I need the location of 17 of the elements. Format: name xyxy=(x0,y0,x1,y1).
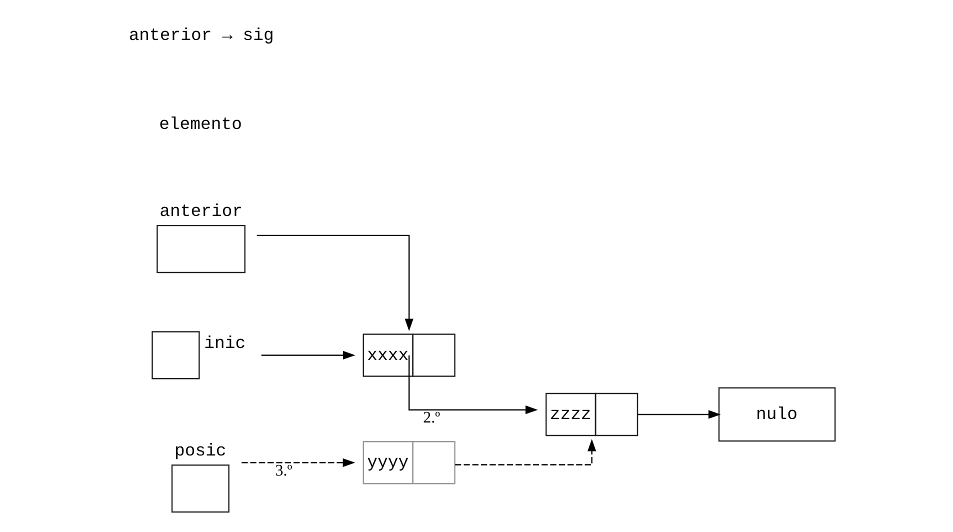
node-label: posic xyxy=(174,442,226,462)
edge-label: 2.º xyxy=(422,410,440,427)
node-label: anterior xyxy=(159,202,242,222)
node-label: inic xyxy=(204,335,246,354)
arrow xyxy=(637,410,720,419)
arrow xyxy=(454,438,596,466)
label: elemento xyxy=(158,116,242,135)
node-box xyxy=(156,224,245,274)
arrow xyxy=(256,234,413,332)
node-box: nulo xyxy=(718,387,836,442)
arrow xyxy=(241,458,355,467)
label: anterior → sig xyxy=(128,26,274,46)
edge-label: 3.º xyxy=(274,462,292,480)
arrow xyxy=(408,355,538,414)
node-box xyxy=(151,331,200,380)
node-box xyxy=(170,464,229,513)
arrow xyxy=(260,350,355,360)
